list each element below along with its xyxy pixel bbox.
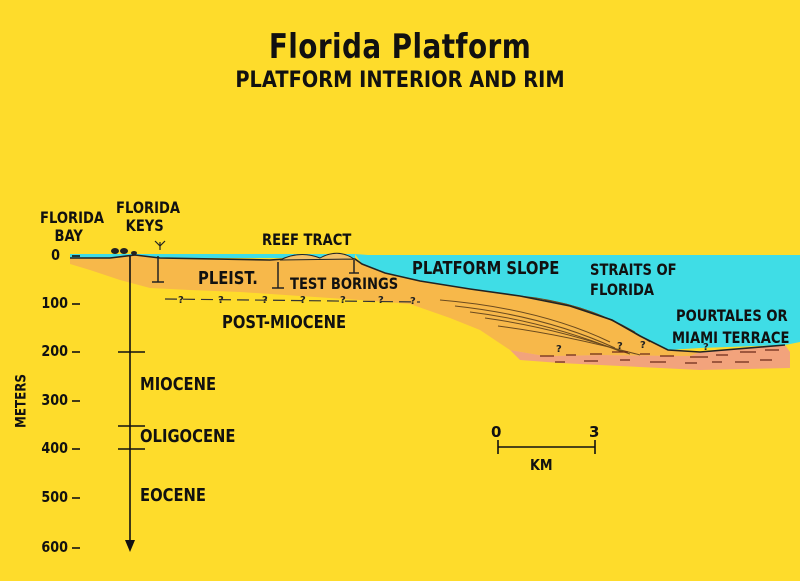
label-florida-keys-1: FLORIDA [116, 198, 181, 217]
svg-text:?: ? [378, 295, 384, 306]
pleistocene-unit [70, 255, 700, 356]
scale-bar [497, 440, 596, 454]
terrace-rock-unit [510, 345, 790, 370]
figure-title: Florida Platform [268, 27, 532, 67]
depth-axis [72, 255, 145, 552]
label-pourtales-2: MIAMI TERRACE [672, 328, 790, 347]
svg-text:?: ? [340, 295, 346, 306]
label-florida-keys-2: KEYS [125, 216, 164, 235]
reef-mounds [279, 252, 356, 261]
depth-tick-200: 200 [41, 342, 68, 360]
label-eocene: EOCENE [140, 485, 206, 506]
seafloor-profile [70, 254, 786, 353]
scale-unit: KM [530, 456, 553, 474]
svg-text:?: ? [640, 340, 646, 351]
svg-text:?: ? [218, 295, 224, 306]
slope-bedding-lines [439, 295, 651, 356]
label-oligocene: OLIGOCENE [140, 426, 236, 447]
label-pourtales-1: POURTALES OR [676, 306, 788, 325]
axis-label: METERS [13, 374, 30, 428]
keys-islands [111, 248, 137, 255]
svg-text:?: ? [556, 344, 562, 355]
figure-subtitle: PLATFORM INTERIOR AND RIM [235, 68, 565, 93]
label-florida-bay-1: FLORIDA [40, 208, 105, 227]
depth-tick-100: 100 [41, 294, 68, 312]
label-reef-tract: REEF TRACT [262, 230, 352, 249]
label-pleist: PLEIST. [198, 268, 258, 289]
svg-text:?: ? [703, 342, 709, 353]
svg-text:?: ? [617, 341, 623, 352]
terrace-rock-marks [540, 349, 779, 364]
test-borings [152, 256, 359, 289]
svg-text:?: ? [410, 296, 416, 307]
label-straits-2: FLORIDA [590, 280, 655, 299]
label-miocene: MIOCENE [140, 374, 217, 395]
mangrove-icon [154, 240, 166, 250]
depth-tick-600: 600 [41, 538, 68, 556]
svg-text:?: ? [178, 295, 184, 306]
svg-text:?: ? [262, 295, 268, 306]
svg-text:?: ? [300, 295, 306, 306]
depth-tick-300: 300 [41, 391, 68, 409]
pleistocene-base-line [164, 298, 421, 303]
depth-tick-500: 500 [41, 488, 68, 506]
label-test-borings: TEST BORINGS [290, 274, 399, 293]
water-body [355, 254, 800, 350]
depth-tick-400: 400 [41, 439, 68, 457]
label-post-miocene: POST-MIOCENE [222, 312, 347, 333]
label-platform-slope: PLATFORM SLOPE [412, 258, 560, 279]
depth-tick-0: 0 [51, 246, 60, 264]
scale-end: 3 [589, 423, 600, 441]
uncertain-markers: ? ? ? ? ? ? ? ? ? ? ? [178, 295, 709, 355]
label-florida-bay-2: BAY [54, 226, 83, 245]
scale-start: 0 [491, 423, 502, 441]
label-straits-1: STRAITS OF [590, 260, 677, 279]
